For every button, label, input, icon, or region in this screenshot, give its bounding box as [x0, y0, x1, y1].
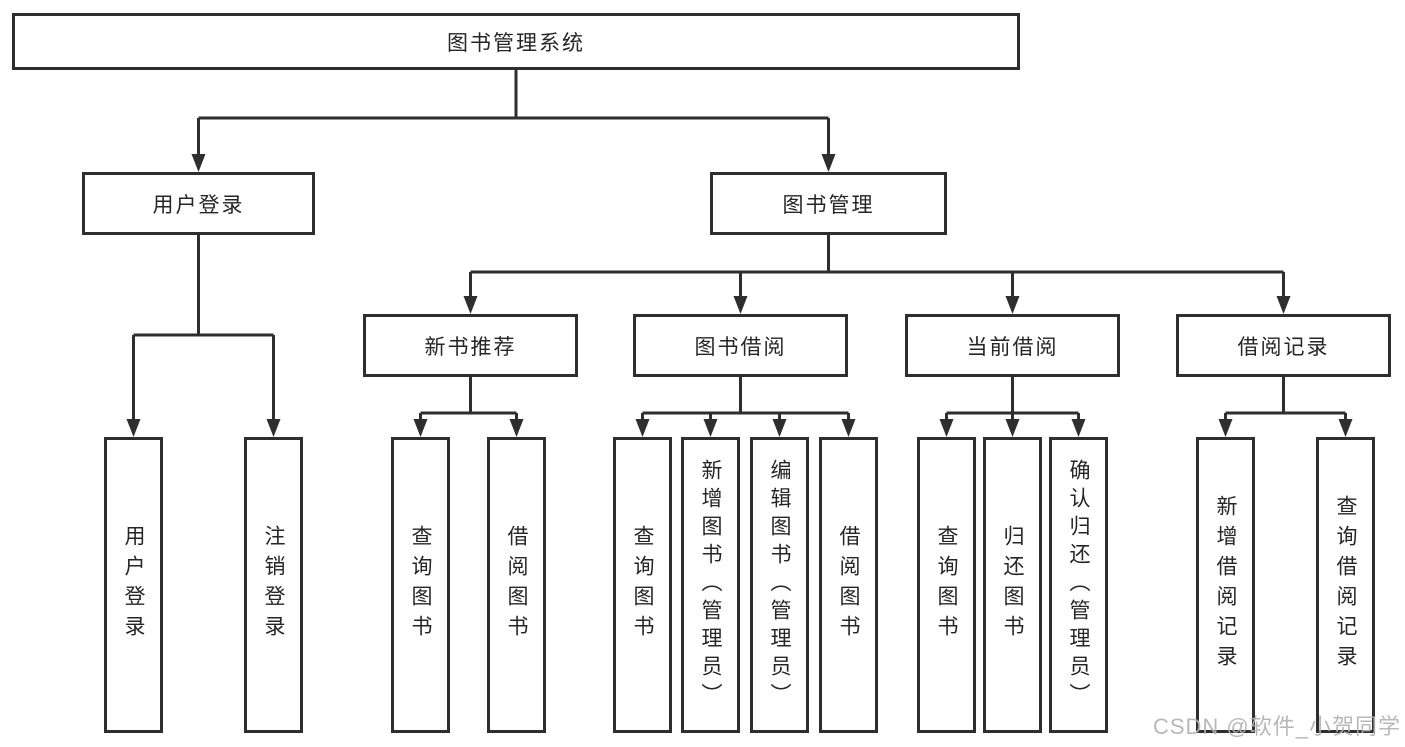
node-user-login: 用户登录 — [82, 172, 315, 235]
node-book-management: 图书管理 — [710, 172, 947, 235]
leaf-query-books-borrowing: 查询图书 — [613, 437, 672, 733]
node-book-borrowing: 图书借阅 — [633, 314, 848, 377]
leaf-confirm-return-admin: 确认归还（管理员） — [1049, 437, 1108, 733]
leaf-logout: 注销登录 — [244, 437, 303, 733]
leaf-borrow-books-recommend: 借阅图书 — [487, 437, 546, 733]
csdn-watermark: CSDN @软件_小贺同学 — [1152, 714, 1401, 739]
leaf-user-login: 用户登录 — [104, 437, 163, 733]
leaf-query-books-recommend: 查询图书 — [391, 437, 450, 733]
leaf-query-books-current: 查询图书 — [917, 437, 976, 733]
leaf-borrow-books-borrowing: 借阅图书 — [819, 437, 878, 733]
node-current-borrowing: 当前借阅 — [905, 314, 1120, 377]
node-new-book-recommend: 新书推荐 — [363, 314, 578, 377]
leaf-edit-book-admin: 编辑图书（管理员） — [750, 437, 809, 733]
leaf-add-book-admin: 新增图书（管理员） — [681, 437, 740, 733]
node-borrowing-records: 借阅记录 — [1176, 314, 1391, 377]
node-library-management-system: 图书管理系统 — [12, 13, 1020, 70]
leaf-return-books: 归还图书 — [983, 437, 1042, 733]
leaf-add-borrow-record: 新增借阅记录 — [1196, 437, 1255, 733]
leaf-query-borrow-record: 查询借阅记录 — [1316, 437, 1375, 733]
